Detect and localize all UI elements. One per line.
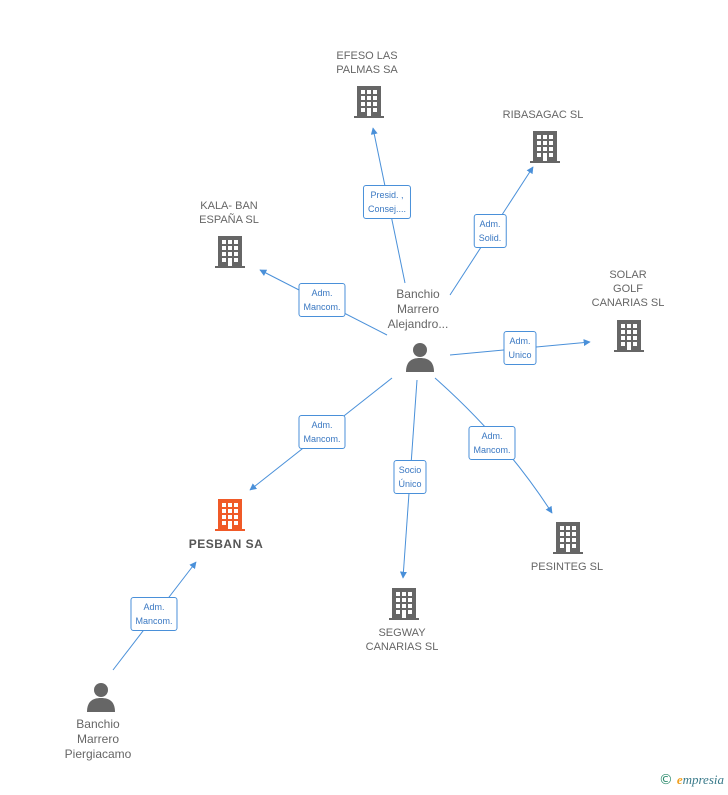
building-icon[interactable] (354, 86, 384, 118)
building-icon[interactable] (389, 588, 419, 620)
person-icon[interactable] (87, 683, 115, 712)
node-label-kalaban[interactable]: KALA- BAN ESPAÑA SL (199, 200, 259, 226)
node-label-ribasagac[interactable]: RIBASAGAC SL (502, 109, 584, 121)
building-icon-main[interactable] (215, 499, 245, 531)
building-icon[interactable] (553, 522, 583, 554)
node-label-segway[interactable]: SEGWAY CANARIAS SL (365, 627, 439, 653)
node-label-efeso[interactable]: EFESO LAS PALMAS SA (336, 50, 398, 76)
edge-label-efeso[interactable]: Presid. , Consej.... (362, 185, 412, 219)
building-icon[interactable] (215, 236, 245, 268)
person-icon[interactable] (406, 343, 434, 372)
node-label-pesban[interactable]: PESBAN SA (188, 537, 264, 551)
node-label-piergiacamo[interactable]: Banchio Marrero Piergiacamo (64, 717, 132, 761)
brand-initial: e (676, 772, 683, 787)
edge-label-ribasagac[interactable]: Adm. Solid. (473, 214, 507, 248)
edge-label-solar[interactable]: Adm. Unico (503, 331, 537, 365)
edge-label-kalaban[interactable]: Adm. Mancom. (298, 283, 346, 317)
edge-label-segway[interactable]: Socio Único (393, 460, 427, 494)
edge-label-pesban[interactable]: Adm. Mancom. (298, 415, 346, 449)
node-label-pesinteg[interactable]: PESINTEG SL (530, 561, 604, 573)
building-icon[interactable] (530, 131, 560, 163)
node-label-solar[interactable]: SOLAR GOLF CANARIAS SL (591, 269, 665, 309)
brand-watermark: ©empresia (659, 772, 724, 788)
brand-name: mpresia (682, 772, 724, 787)
edge-label-piergiacamo[interactable]: Adm. Mancom. (130, 597, 178, 631)
edge-label-pesinteg[interactable]: Adm. Mancom. (468, 426, 516, 460)
node-label-alejandro[interactable]: Banchio Marrero Alejandro... (387, 287, 449, 331)
edge-lines (112, 127, 591, 671)
building-icon[interactable] (614, 320, 644, 352)
copyright-icon: © (658, 772, 673, 788)
